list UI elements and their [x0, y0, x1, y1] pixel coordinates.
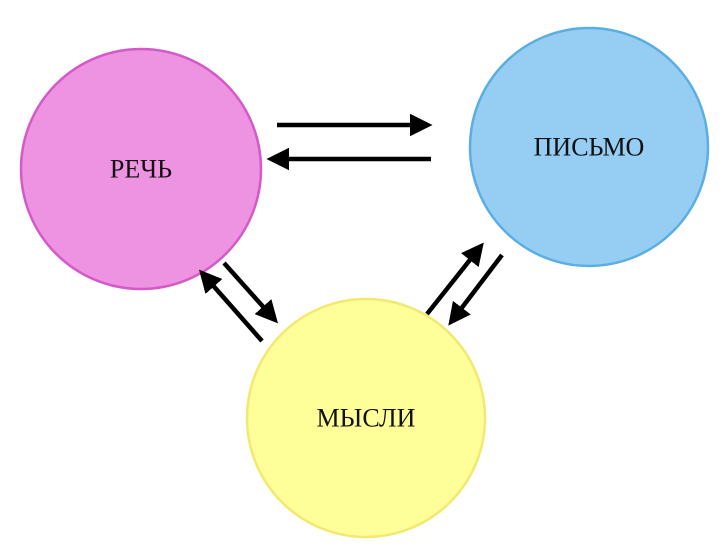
node-thoughts-circle [245, 297, 487, 539]
arrow-thoughts-to-speech [199, 269, 264, 343]
arrows [199, 113, 504, 343]
node-writing: ПИСЬМО [468, 26, 710, 268]
arrow-thoughts-to-writing [425, 242, 484, 316]
arrow-speech-to-thoughts [222, 261, 279, 324]
node-writing-label: ПИСЬМО [534, 133, 645, 162]
arrow-writing-to-thoughts [448, 253, 504, 326]
node-speech-circle [19, 47, 263, 291]
node-writing-circle [468, 26, 710, 268]
node-thoughts-label: МЫСЛИ [317, 404, 416, 433]
node-speech-label: РЕЧЬ [110, 155, 172, 184]
node-speech: РЕЧЬ [19, 47, 263, 291]
node-thoughts: МЫСЛИ [245, 297, 487, 539]
